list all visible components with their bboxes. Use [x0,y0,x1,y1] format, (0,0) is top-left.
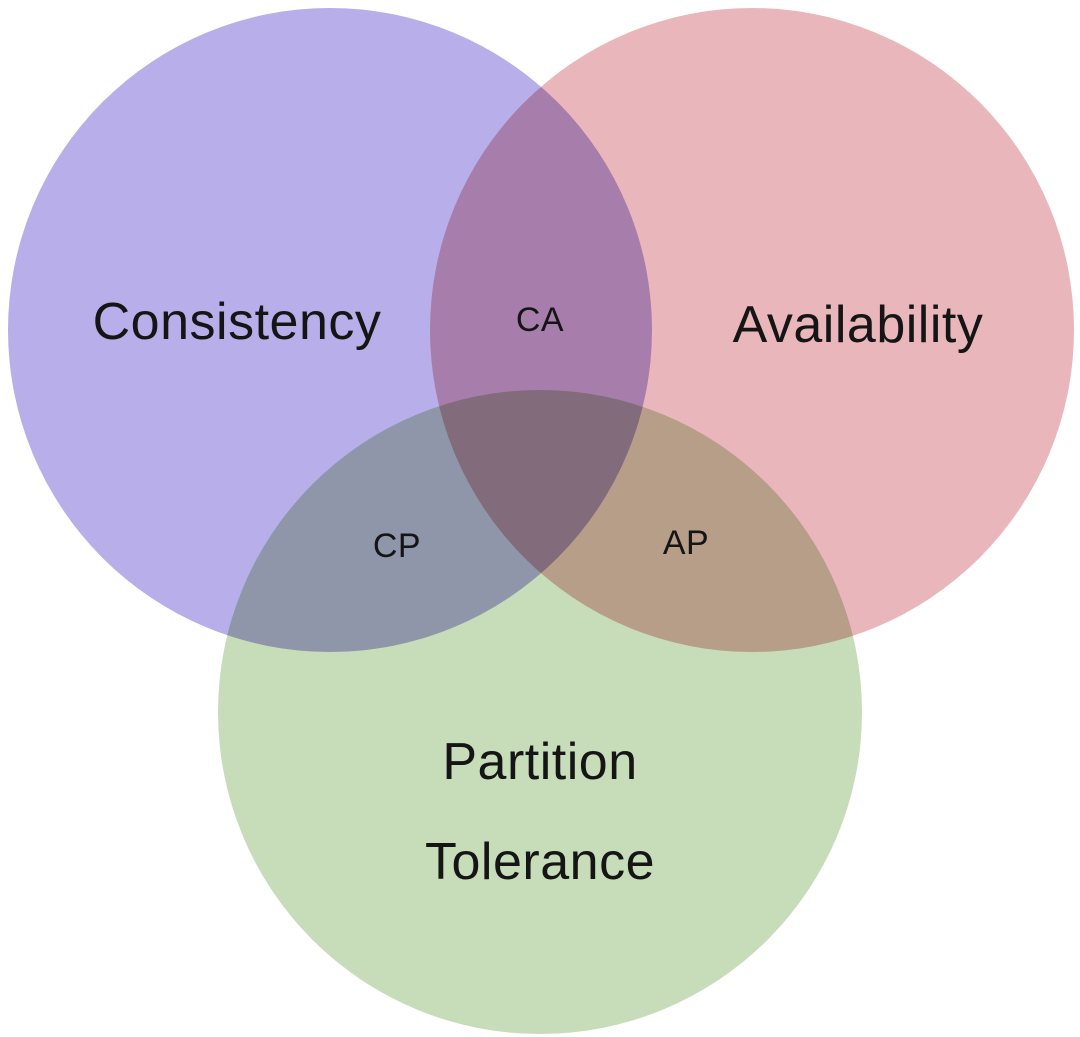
ap-intersection-label: AP [662,524,710,562]
consistency-label: Consistency [92,293,382,351]
partition-tolerance-label-line1: Partition [442,733,638,791]
ca-intersection-label: CA [515,301,565,339]
partition-tolerance-circle [218,390,862,1034]
partition-tolerance-label-line2: Tolerance [425,833,655,891]
cp-intersection-label: CP [372,527,422,565]
partition-tolerance-label: Partition Tolerance [425,736,655,888]
availability-label: Availability [732,296,984,354]
